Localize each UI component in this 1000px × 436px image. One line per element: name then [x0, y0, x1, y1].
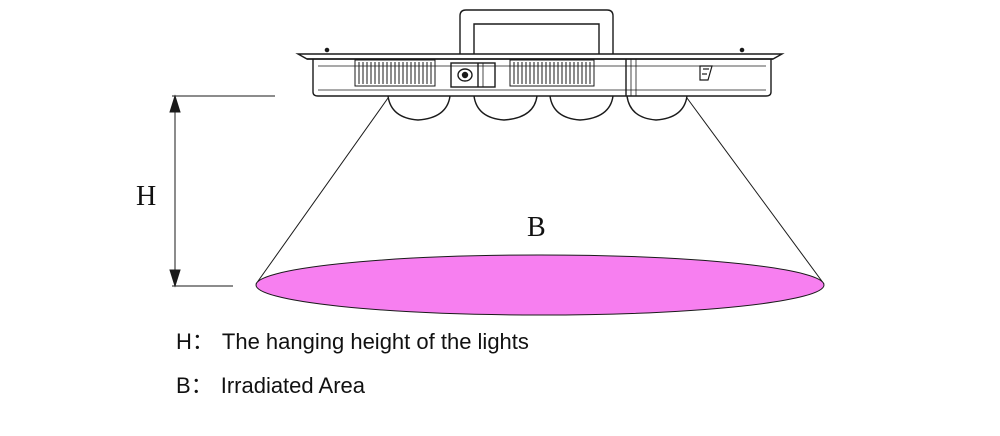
legend-item-height: H： The hanging height of the lights	[176, 324, 529, 356]
power-plug-icon	[699, 65, 713, 81]
legend-item-area: B： Irradiated Area	[176, 368, 365, 400]
legend-key: B	[176, 373, 191, 398]
vent-grille-left	[354, 59, 436, 87]
height-symbol: H	[136, 181, 156, 212]
fixture-flange	[295, 47, 785, 60]
area-symbol: B	[527, 212, 546, 243]
irradiated-area-ellipse	[255, 254, 825, 316]
legend-text: The hanging height of the lights	[221, 329, 529, 354]
legend-text: Irradiated Area	[220, 373, 366, 398]
lens-domes	[387, 95, 688, 121]
height-dimension	[169, 94, 275, 288]
arrow-up-icon	[169, 94, 181, 113]
grow-light-fixture	[295, 9, 785, 121]
vent-grille-right	[509, 59, 595, 87]
fixture-handle	[459, 9, 614, 54]
legend-key: H	[176, 329, 192, 354]
legend-separator: ：	[191, 329, 214, 354]
toggle-switch-icon	[450, 62, 496, 88]
legend-separator: ：	[190, 373, 213, 398]
arrow-down-icon	[169, 269, 181, 288]
light-beam-cone	[255, 97, 825, 285]
